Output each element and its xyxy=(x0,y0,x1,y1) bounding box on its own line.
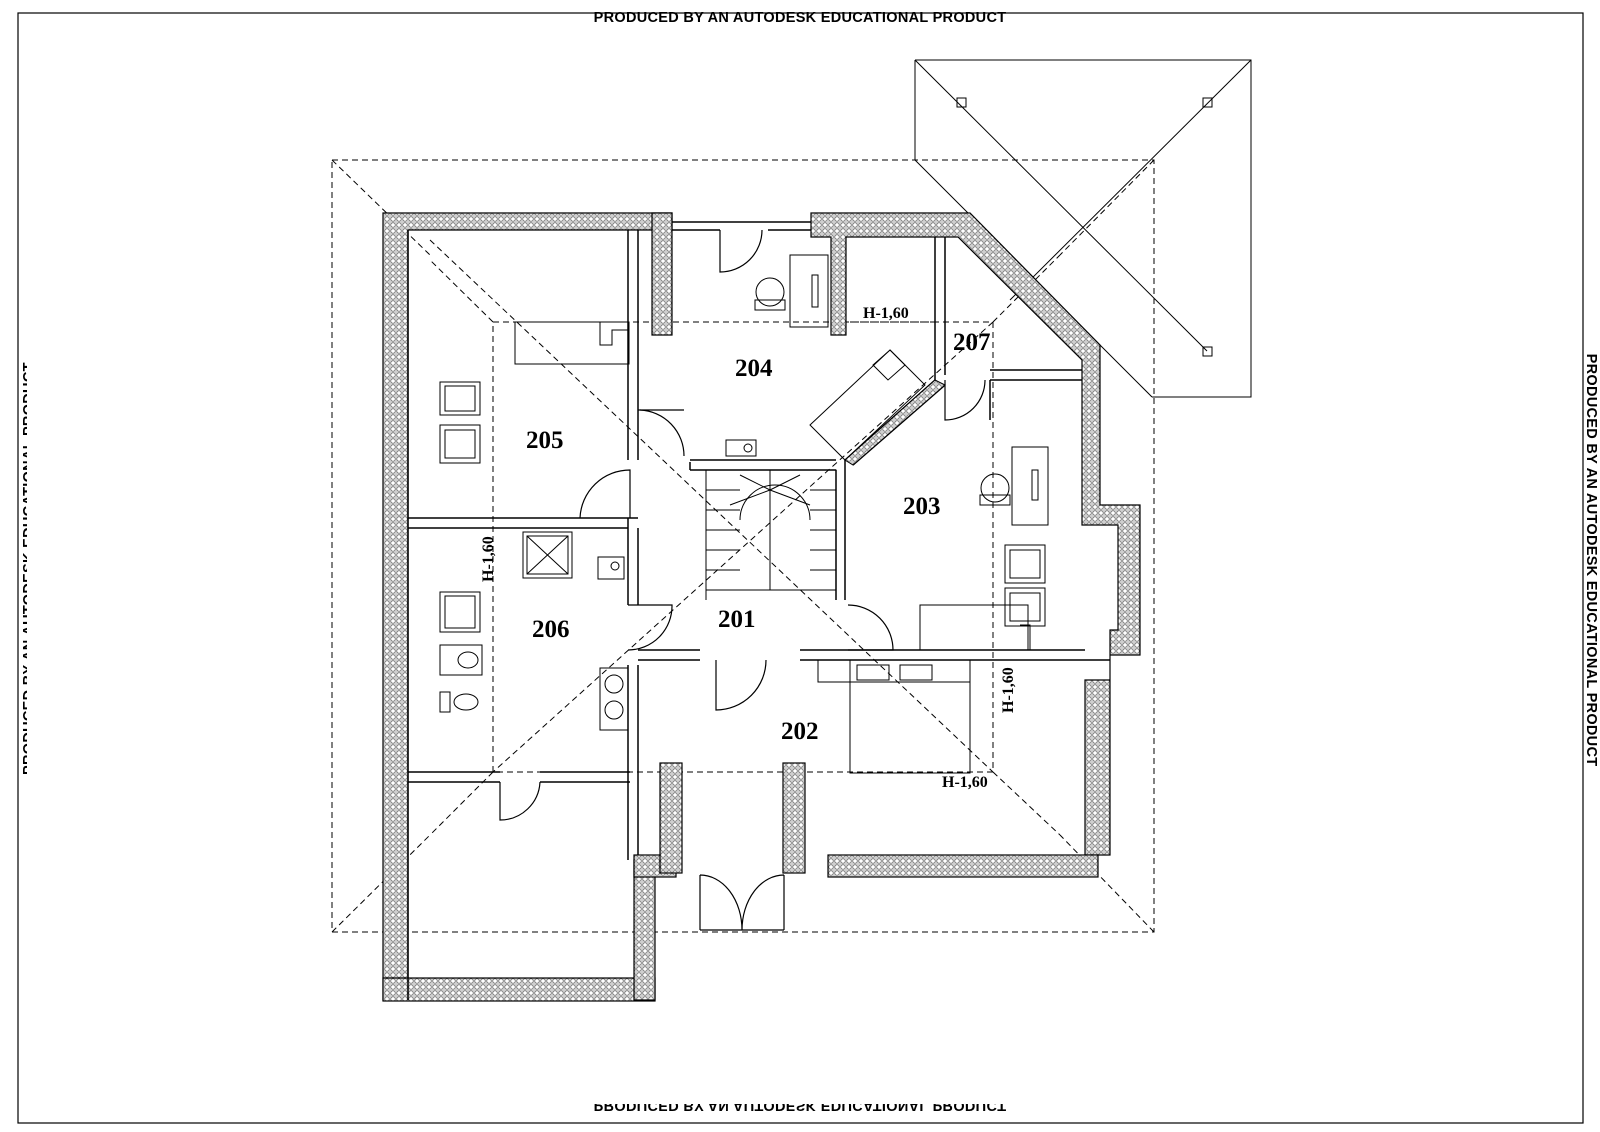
room-204: 204 xyxy=(735,355,773,382)
tower-roof xyxy=(914,59,1252,398)
exterior-walls xyxy=(382,212,1141,1002)
height-note-203: H-1,60 xyxy=(1000,667,1017,713)
height-note-204: H-1,60 xyxy=(863,305,909,322)
height-note-206: H-1,60 xyxy=(480,536,497,582)
roof-outline xyxy=(331,159,1155,933)
room-203: 203 xyxy=(903,493,941,520)
room-206: 206 xyxy=(532,616,570,643)
height-note-202: H-1,60 xyxy=(942,774,988,791)
staircase xyxy=(705,469,837,600)
sheet-border xyxy=(17,12,1584,1124)
room-202: 202 xyxy=(781,718,819,745)
watermark-top: PRODUCED BY AN AUTODESK EDUCATIONAL PROD… xyxy=(593,10,1007,26)
room-207: 207 xyxy=(953,329,991,356)
corridor-wall-hatch xyxy=(844,379,946,466)
furniture xyxy=(439,254,1049,774)
room-201: 201 xyxy=(718,606,756,633)
doors xyxy=(499,229,986,931)
room-205: 205 xyxy=(526,427,564,454)
